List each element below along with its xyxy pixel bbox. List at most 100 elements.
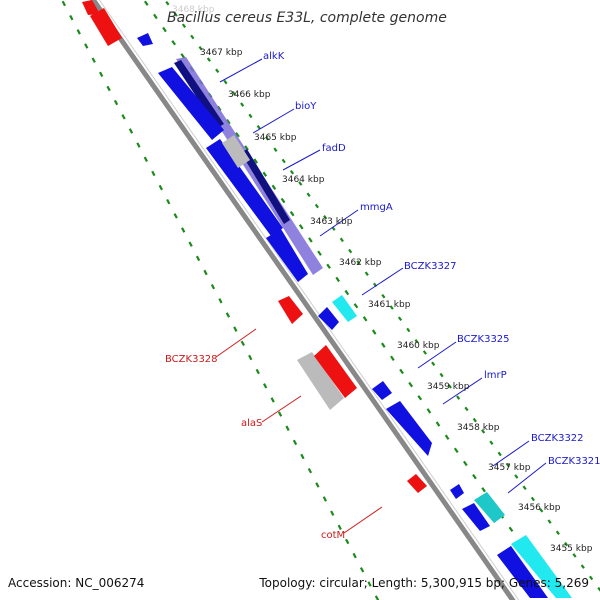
backbone	[90, 0, 516, 600]
scale-label: 3459 kbp	[427, 382, 470, 392]
gene-label-alaS[interactable]: alaS	[241, 418, 262, 429]
tick-mark	[308, 237, 313, 243]
gene-BCZK3327[interactable]	[318, 307, 339, 330]
gene-label-BCZK3321[interactable]: BCZK3321	[548, 456, 600, 467]
scale-label: 3467 kbp	[200, 48, 243, 58]
feature-navy-2[interactable]	[241, 149, 290, 224]
tick-mark	[489, 440, 494, 445]
tick-mark	[389, 305, 394, 310]
gene-label-fadD[interactable]: fadD	[322, 143, 346, 154]
gene-label-bioY[interactable]: bioY	[295, 101, 317, 112]
tick-mark	[225, 312, 231, 318]
tick-mark	[514, 474, 519, 479]
accession-label: Accession: NC_006274	[8, 576, 144, 590]
scale-label: 3455 kbp	[550, 544, 593, 554]
tick-mark	[530, 496, 535, 502]
gene-top-red-2[interactable]	[90, 8, 122, 46]
tick-mark	[270, 397, 275, 403]
tick-mark	[99, 71, 104, 78]
tick-mark	[273, 147, 278, 152]
gene-BCZK3325[interactable]	[372, 381, 392, 400]
tick-mark	[195, 255, 201, 262]
scale-label: 3464 kbp	[282, 175, 325, 185]
gene-alaS-grey[interactable]	[297, 352, 344, 410]
tick-mark	[330, 510, 335, 516]
gene-BCZK3328[interactable]	[278, 296, 303, 324]
tick-mark	[240, 340, 245, 347]
tick-mark	[348, 248, 353, 254]
tick-mark	[158, 184, 163, 191]
tick-mark	[188, 241, 193, 247]
tick-mark	[352, 552, 357, 559]
tick-mark	[453, 447, 459, 454]
tick-mark	[277, 411, 283, 417]
tick-mark	[547, 519, 552, 524]
tick-mark	[91, 57, 96, 63]
gene-label-alkK[interactable]: alkK	[263, 51, 285, 62]
tick-mark	[281, 158, 286, 164]
tick-mark	[323, 215, 328, 220]
gene-label-BCZK3322[interactable]: BCZK3322	[531, 433, 584, 444]
gene-BCZK3326[interactable]	[332, 295, 357, 322]
gene-BCZK3322b[interactable]	[474, 492, 505, 523]
tick-mark	[339, 237, 344, 243]
tick-mark	[244, 145, 249, 151]
gene-top-red-1[interactable]	[82, 0, 100, 15]
gene-alkK[interactable]	[158, 67, 224, 140]
tick-mark	[314, 203, 319, 209]
gene-label-BCZK3325[interactable]: BCZK3325	[457, 334, 510, 345]
gene-BCZK3321[interactable]	[497, 546, 548, 598]
tick-mark	[153, 13, 158, 20]
tick-mark	[447, 384, 452, 389]
topology-label: Topology: circular; Length: 5,300,915 bp…	[258, 576, 589, 590]
tick-mark	[181, 227, 186, 233]
tick-mark	[143, 0, 149, 6]
tick-mark	[422, 350, 427, 355]
gene-label-BCZK3328[interactable]: BCZK3328	[165, 354, 218, 365]
scale-labels: 3468 kbp 3467 kbp 3466 kbp 3465 kbp 3464…	[172, 5, 593, 554]
tick-mark	[463, 460, 468, 467]
gene-cotM[interactable]	[407, 474, 427, 493]
gene-label-mmgA[interactable]: mmgA	[360, 202, 393, 213]
tick-mark	[307, 467, 313, 474]
scale-label: 3461 kbp	[368, 300, 411, 310]
label-leader-lines	[215, 58, 547, 534]
tick-mark	[322, 496, 327, 502]
tick-mark	[472, 417, 477, 423]
tick-mark	[426, 408, 432, 414]
gene-alaS[interactable]	[314, 345, 357, 398]
gene-label-cotM[interactable]: cotM	[321, 530, 345, 541]
map-title: Bacillus cereus E33L, complete genome	[167, 10, 447, 26]
tick-mark	[143, 156, 148, 163]
gene-BCZK3323[interactable]	[450, 484, 464, 499]
tick-mark	[399, 368, 404, 375]
gene-BCZK3321b[interactable]	[511, 535, 572, 598]
tick-mark	[481, 487, 486, 493]
scale-label: 3462 kbp	[339, 258, 382, 268]
tick-mark	[285, 425, 290, 432]
gene-mmgA[interactable]	[266, 229, 308, 282]
tick-mark	[456, 395, 461, 400]
tick-mark	[364, 271, 369, 276]
tick-mark	[106, 85, 111, 92]
gene-label-lmrP[interactable]: lmrP	[484, 370, 507, 381]
tick-mark	[253, 158, 259, 164]
tick-mark	[206, 57, 211, 62]
tick-tracks	[61, 0, 600, 600]
gene-small-top[interactable]	[137, 33, 153, 46]
tick-mark	[190, 34, 195, 40]
gene-BCZK3322[interactable]	[462, 503, 490, 531]
gene-fadD[interactable]	[206, 139, 283, 236]
gene-lmrP[interactable]	[386, 401, 432, 456]
scale-label: 3458 kbp	[457, 423, 500, 433]
feature-navy-1[interactable]	[174, 60, 224, 128]
gene-bioY-box[interactable]	[222, 135, 250, 168]
tick-mark	[315, 482, 320, 488]
scale-label: 3468 kbp	[172, 5, 215, 15]
tick-mark	[151, 170, 156, 177]
gene-label-BCZK3327[interactable]: BCZK3327	[404, 261, 457, 272]
tick-mark	[255, 368, 260, 375]
tick-mark	[271, 184, 277, 191]
tick-mark	[215, 68, 220, 74]
